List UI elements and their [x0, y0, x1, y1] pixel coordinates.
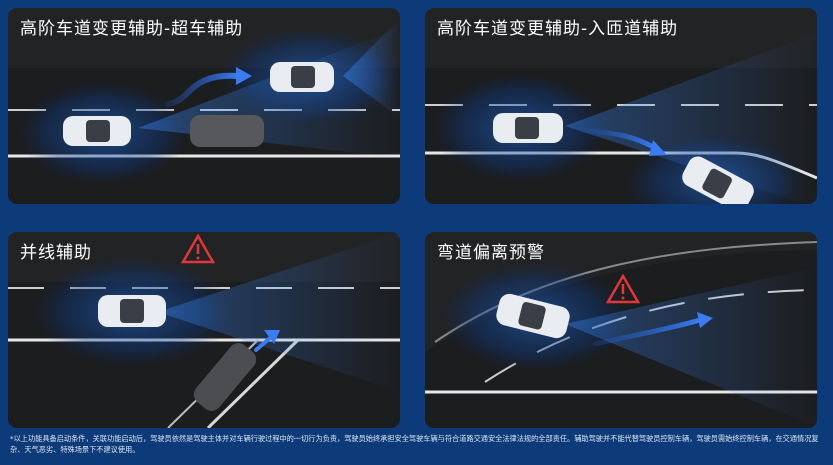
warning-dot — [196, 256, 200, 260]
merging-car — [193, 343, 257, 411]
car-roof — [120, 299, 144, 323]
curve-scene — [425, 241, 817, 428]
other-car — [190, 115, 264, 147]
radar-beam — [565, 33, 817, 204]
warning-dot — [621, 296, 625, 300]
ramp-scene — [425, 33, 817, 204]
merge-scene — [8, 232, 400, 428]
arrow-head — [697, 312, 713, 328]
car-roof — [515, 117, 539, 139]
disclaimer-footnote: *以上功能具备启动条件，关联功能启动后，驾驶员依然是驾驶主体并对车辆行驶过程中的… — [10, 434, 819, 454]
car-roof — [518, 302, 546, 330]
radar-beam — [343, 18, 400, 118]
panel-title: 高阶车道变更辅助-超车辅助 — [20, 19, 244, 39]
car-roof — [86, 120, 110, 142]
arrow-head — [264, 330, 280, 344]
arrow-icon — [254, 336, 272, 352]
arrow-icon — [592, 317, 703, 347]
warning-triangle-icon — [605, 273, 641, 304]
panel-title: 高阶车道变更辅助-入匝道辅助 — [437, 19, 679, 39]
warning-triangle-icon — [180, 233, 216, 264]
ramp-assist-panel: 高阶车道变更辅助-入匝道辅助 — [425, 8, 817, 204]
panel-title: 并线辅助 — [20, 243, 92, 263]
arrow-head — [649, 140, 667, 156]
radar-beam — [158, 232, 400, 392]
overtake-assist-panel: 高阶车道变更辅助-超车辅助 — [8, 8, 400, 204]
car-roof — [702, 168, 732, 199]
merge-assist-panel: 并线辅助 — [8, 232, 400, 428]
arrow-icon — [587, 128, 658, 151]
overtake-scene — [8, 18, 400, 204]
radar-beam — [565, 267, 817, 427]
arrow-icon — [165, 72, 241, 107]
curve-departure-warning-panel: 弯道偏离预警 — [425, 232, 817, 428]
merge-lane-line — [206, 338, 300, 428]
arrow-head — [236, 67, 252, 85]
panel-title: 弯道偏离预警 — [437, 243, 545, 263]
car-roof — [291, 66, 315, 88]
